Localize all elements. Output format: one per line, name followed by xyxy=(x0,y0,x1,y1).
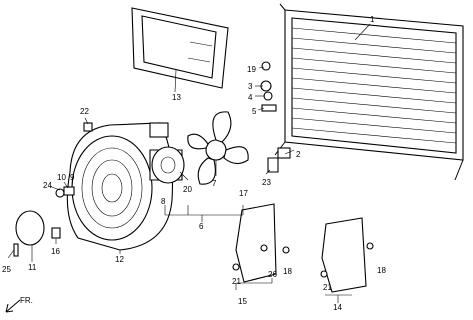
callout-23: 23 xyxy=(262,178,271,187)
callout-24: 24 xyxy=(43,181,52,190)
shroud-bracket xyxy=(131,7,229,89)
callout-labels: 1 2 3 4 5 6 7 8 9 10 11 12 13 14 15 16 1… xyxy=(2,15,386,312)
callout-22: 22 xyxy=(80,107,89,116)
callout-11: 11 xyxy=(28,263,37,272)
callout-18: 18 xyxy=(283,267,292,276)
callout-9: 9 xyxy=(70,173,75,182)
callout-8: 8 xyxy=(161,197,166,206)
callout-2: 2 xyxy=(296,150,301,159)
misc-parts xyxy=(13,61,374,293)
callout-1: 1 xyxy=(370,15,375,24)
callout-10: 10 xyxy=(57,173,66,182)
callout-15: 15 xyxy=(238,297,247,306)
fan-blade xyxy=(187,111,249,185)
condenser xyxy=(274,3,464,181)
leader-lines xyxy=(7,23,371,303)
callout-21: 21 xyxy=(232,277,241,286)
callout-25: 25 xyxy=(2,265,11,274)
callout-6: 6 xyxy=(199,222,204,231)
callout-16: 16 xyxy=(51,247,60,256)
callout-12: 12 xyxy=(115,255,124,264)
callout-3: 3 xyxy=(248,82,253,91)
callout-26: 26 xyxy=(268,270,277,279)
callout-7: 7 xyxy=(212,179,217,188)
callout-18b: 18 xyxy=(377,266,386,275)
callout-4: 4 xyxy=(248,93,253,102)
callout-5: 5 xyxy=(252,107,257,116)
front-arrow-icon xyxy=(5,299,21,313)
callout-17: 17 xyxy=(239,189,248,198)
fan-shroud xyxy=(66,122,173,251)
callout-19: 19 xyxy=(247,65,256,74)
callout-21b: 21 xyxy=(323,283,332,292)
callout-20: 20 xyxy=(183,185,192,194)
fan-motor xyxy=(149,146,185,184)
callout-13: 13 xyxy=(172,93,181,102)
direction-label: FR. xyxy=(20,296,33,305)
callout-14: 14 xyxy=(333,303,342,312)
